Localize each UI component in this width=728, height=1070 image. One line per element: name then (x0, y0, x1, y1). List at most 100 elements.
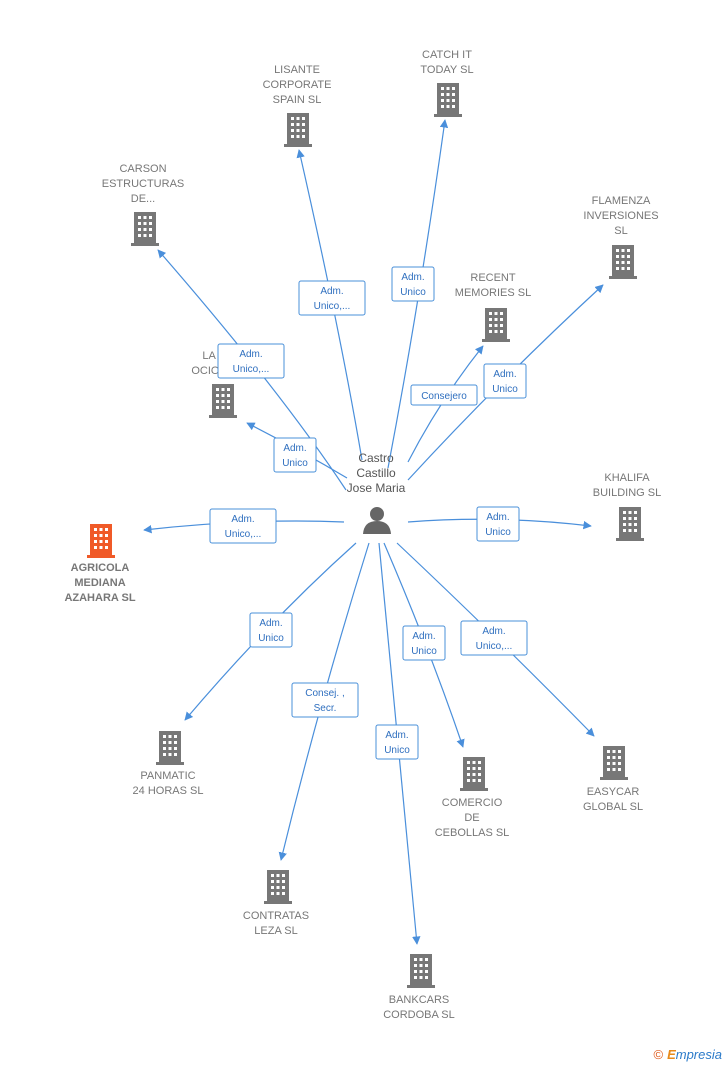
edge-carson (157, 249, 347, 491)
role-badge-box (291, 682, 359, 718)
role-badge-carson[interactable]: Adm.Unico,... (217, 343, 285, 379)
role-badge-recent-memories[interactable]: Consejero (410, 384, 478, 406)
company-name-line: KHALIFA (604, 472, 650, 484)
role-label-line: Unico,... (476, 641, 513, 652)
role-label-line: Adm. (239, 349, 262, 360)
company-name-line: TODAY SL (420, 64, 473, 76)
building-icon (87, 524, 115, 558)
company-name-line: CORDOBA SL (383, 1009, 455, 1021)
brand-name: mpresia (675, 1047, 722, 1062)
company-name-line: PANMATIC (140, 770, 195, 782)
role-label-line: Consej. , (305, 688, 344, 699)
company-node-panmatic[interactable]: PANMATIC 24 HORAS SL (133, 731, 204, 797)
role-label-line: Unico (384, 745, 410, 756)
company-node-khalifa[interactable]: KHALIFA BUILDING SL (593, 472, 661, 541)
company-name-line: EASYCAR (587, 786, 640, 798)
building-icon (482, 308, 510, 342)
role-badge-easycar[interactable]: Adm. Unico,... (460, 620, 528, 656)
role-badge-box (476, 506, 520, 542)
nodes-layer: LISANTE CORPORATE SPAIN SL CATCH IT TODAY SL… (64, 49, 661, 1021)
role-badge-lisante[interactable]: Adm. Unico,... (298, 280, 366, 316)
company-node-contratas-leza[interactable]: CONTRATAS LEZA SL (243, 870, 309, 937)
company-name-line: LISANTE (274, 64, 320, 76)
building-icon (209, 384, 237, 418)
role-badge-la-p-ocio[interactable]: Adm.Unico (273, 437, 317, 473)
company-name-line: 24 HORAS SL (133, 785, 204, 797)
company-name-line: DE... (131, 193, 155, 205)
roles-layer: Adm.Unico,...Adm.UnicoAdm.Unico,...Adm.U… (209, 266, 528, 760)
role-badge-comercio-cebollas[interactable]: Adm. Unico (402, 625, 446, 661)
company-node-catch-it[interactable]: CATCH IT TODAY SL (420, 49, 474, 117)
building-icon (131, 212, 159, 246)
company-name-line: CORPORATE (263, 79, 332, 91)
company-name-line: SPAIN SL (273, 94, 322, 106)
role-label-line: Unico,... (314, 301, 351, 312)
role-badge-box (375, 724, 419, 760)
company-node-bankcars[interactable]: BANKCARS CORDOBA SL (383, 954, 455, 1021)
role-label-line: Consejero (421, 391, 467, 402)
company-node-easycar[interactable]: EASYCAR GLOBAL SL (583, 746, 643, 813)
footer-brand[interactable]: ©Empresia (653, 1047, 722, 1062)
person-icon (363, 507, 391, 534)
role-label-line: Unico (485, 527, 511, 538)
role-label-line: Adm. (412, 631, 435, 642)
building-icon (284, 113, 312, 147)
role-badge-panmatic[interactable]: Adm.Unico (249, 612, 293, 648)
company-name-line: CEBOLLAS SL (435, 827, 510, 839)
role-badge-catch-it[interactable]: Adm.Unico (391, 266, 435, 302)
role-badge-box (209, 508, 277, 544)
company-name-line: COMERCIO (442, 797, 503, 809)
company-name-line: LEZA SL (254, 925, 297, 937)
role-badge-box (249, 612, 293, 648)
role-label-line: Adm. (385, 730, 408, 741)
building-icon (156, 731, 184, 765)
building-icon (609, 245, 637, 279)
role-badge-flamenza[interactable]: Adm.Unico (483, 363, 527, 399)
role-label-line: Adm. (231, 514, 254, 525)
company-name-line: DE (464, 812, 479, 824)
company-name-line: BANKCARS (389, 994, 450, 1006)
company-name-line: GLOBAL SL (583, 801, 643, 813)
building-icon (434, 83, 462, 117)
company-node-carson[interactable]: CARSONESTRUCTURASDE... (102, 163, 185, 246)
company-name-line: CARSON (119, 163, 166, 175)
company-name-line: AGRICOLA (71, 562, 130, 574)
building-icon (264, 870, 292, 904)
role-label-line: Adm. (493, 369, 516, 380)
role-badge-contratas-leza[interactable]: Consej. , Secr. (291, 682, 359, 718)
center-person-node[interactable]: Castro Castillo Jose Maria (347, 451, 406, 534)
role-badge-box (298, 280, 366, 316)
role-badge-agricola[interactable]: Adm.Unico,... (209, 508, 277, 544)
company-name-line: MEDIANA (74, 577, 125, 589)
company-name-line: CONTRATAS (243, 910, 309, 922)
role-badge-box (410, 384, 478, 406)
role-label-line: Adm. (320, 286, 343, 297)
center-name-line-1: Castro (358, 451, 394, 465)
role-badge-khalifa[interactable]: Adm. Unico (476, 506, 520, 542)
company-node-comercio-cebollas[interactable]: COMERCIO DE CEBOLLAS SL (435, 757, 510, 839)
company-name-line: FLAMENZA (592, 195, 651, 207)
role-label-line: Adm. (486, 512, 509, 523)
role-badge-box (483, 363, 527, 399)
company-node-lisante[interactable]: LISANTE CORPORATE SPAIN SL (263, 64, 332, 147)
role-label-line: Secr. (314, 703, 337, 714)
role-label-line: Unico (411, 646, 437, 657)
center-name-line-3: Jose Maria (347, 481, 406, 495)
role-badge-box (460, 620, 528, 656)
building-icon (460, 757, 488, 791)
role-badge-bankcars[interactable]: Adm. Unico (375, 724, 419, 760)
role-badge-box (273, 437, 317, 473)
edge-lisante (296, 149, 363, 461)
company-name-line: CATCH IT (422, 49, 472, 61)
role-label-line: Adm. (482, 626, 505, 637)
building-icon (600, 746, 628, 780)
role-label-line: Unico (282, 458, 308, 469)
company-name-line: BUILDING SL (593, 487, 661, 499)
center-name-line-2: Castillo (356, 466, 396, 480)
role-badge-box (217, 343, 285, 379)
brand-initial: E (667, 1047, 676, 1062)
